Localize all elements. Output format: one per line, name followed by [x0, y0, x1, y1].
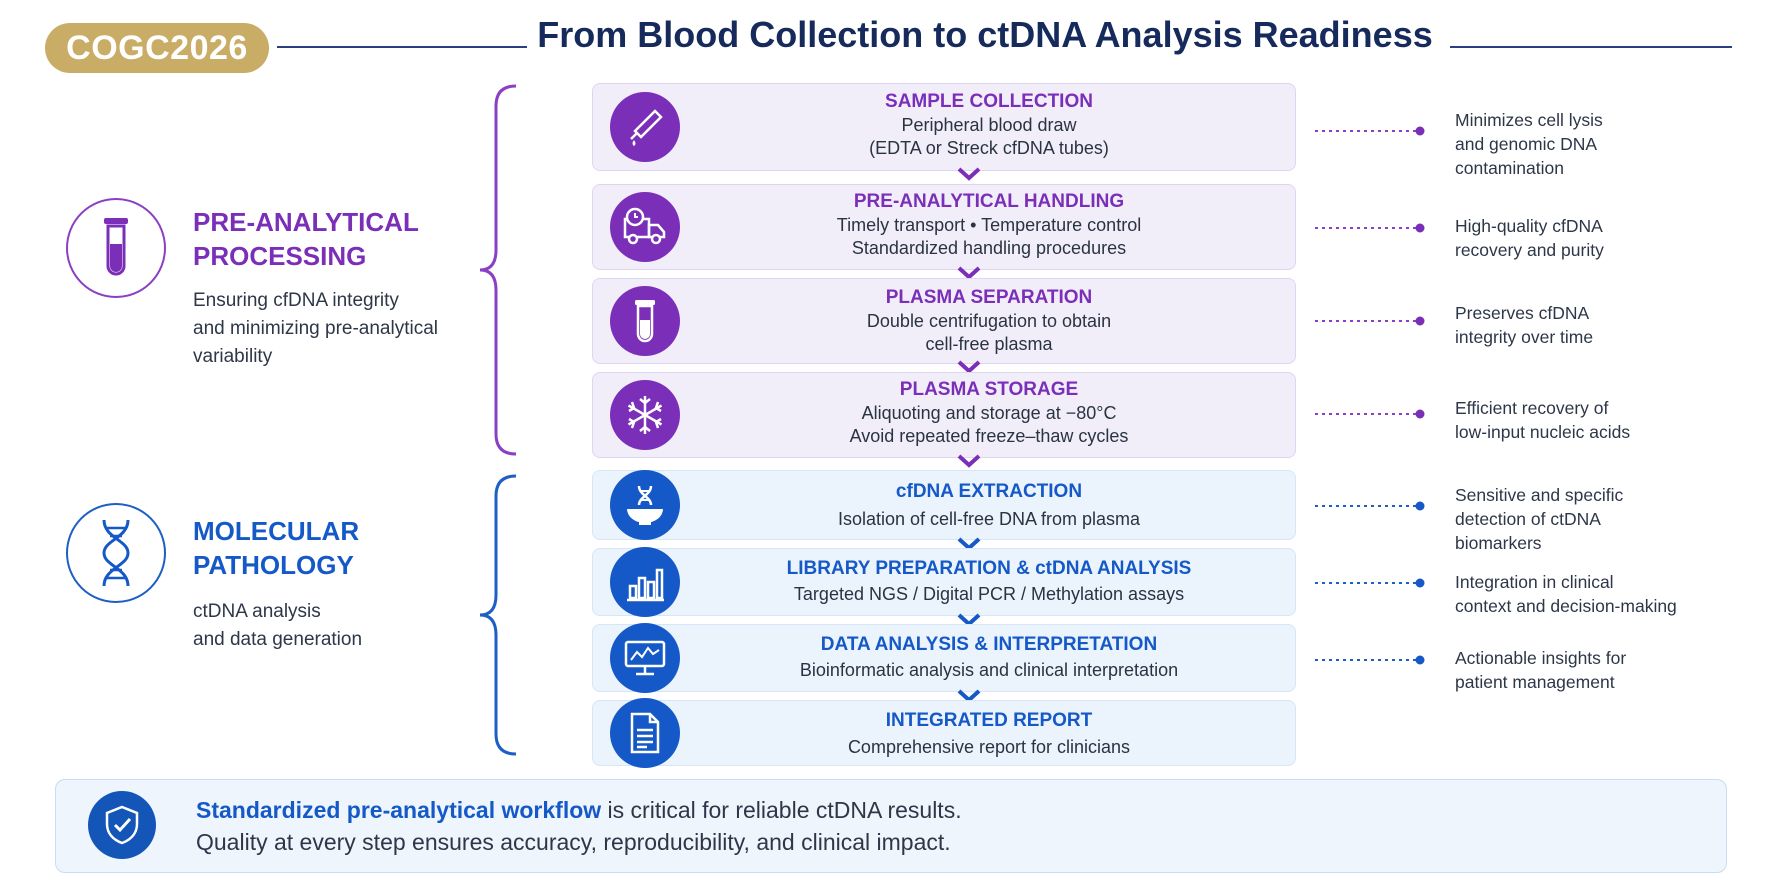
header-rule-right — [1450, 46, 1732, 48]
dna-icon — [66, 503, 166, 603]
page-title: From Blood Collection to ctDNA Analysis … — [537, 14, 1433, 55]
step-integrated-report: INTEGRATED REPORT Comprehensive report f… — [592, 698, 1296, 768]
blood-lancet-icon — [610, 92, 680, 162]
step-cfdna-extraction: cfDNA EXTRACTION Isolation of cell-free … — [592, 470, 1296, 540]
flow-arrow — [957, 266, 981, 280]
centrifuge-tube-icon — [610, 286, 680, 356]
benefit-note: Efficient recovery of low-input nucleic … — [1455, 398, 1631, 442]
benefit-note: Actionable insights for patient manageme… — [1455, 648, 1627, 692]
step-plasma-separation: PLASMA SEPARATION Double centrifugation … — [592, 278, 1296, 364]
note-connector — [1315, 126, 1425, 136]
summary-banner — [55, 779, 1727, 873]
benefit-note: High-quality cfDNA recovery and purity — [1455, 216, 1604, 260]
molecular-pathology-description: ctDNA analysis and data generation — [193, 601, 363, 650]
banner-message: Standardized pre-analytical workflow is … — [196, 797, 962, 823]
molecular-pathology-title: MOLECULAR PATHOLOGY — [193, 516, 360, 580]
benefit-note: Integration in clinical context and deci… — [1455, 572, 1677, 616]
header-rule-left — [277, 46, 527, 48]
note-connector — [1315, 316, 1425, 326]
test-tube-icon — [66, 198, 166, 298]
benefit-note: Minimizes cell lysis and genomic DNA con… — [1455, 110, 1603, 178]
flow-arrow — [957, 167, 981, 181]
step-plasma-storage: PLASMA STORAGE Aliquoting and storage at… — [592, 372, 1296, 458]
transport-truck-icon — [610, 192, 680, 262]
step-pre-analytical-handling: PRE-ANALYTICAL HANDLING Timely transport… — [592, 184, 1296, 270]
step-library-preparation: LIBRARY PREPARATION & ctDNA ANALYSIS Tar… — [592, 547, 1296, 617]
snowflake-icon — [610, 380, 680, 450]
conference-badge: COGC2026 — [45, 23, 269, 73]
dna-extraction-icon — [610, 470, 680, 540]
pre-analytical-bracket — [479, 84, 517, 456]
note-connector — [1315, 578, 1425, 588]
note-connector — [1315, 655, 1425, 665]
step-sample-collection: SAMPLE COLLECTION Peripheral blood draw … — [592, 83, 1296, 171]
shield-check-icon — [88, 791, 156, 859]
report-document-icon — [610, 698, 680, 768]
flow-arrow — [957, 360, 981, 374]
note-connector — [1315, 501, 1425, 511]
monitor-chart-icon — [610, 623, 680, 693]
note-connector — [1315, 409, 1425, 419]
banner-submessage: Quality at every step ensures accuracy, … — [196, 829, 951, 855]
flow-arrow — [957, 454, 981, 468]
pre-analytical-title: PRE-ANALYTICAL PROCESSING — [193, 207, 419, 271]
benefit-note: Sensitive and specific detection of ctDN… — [1455, 485, 1624, 553]
step-data-analysis: DATA ANALYSIS & INTERPRETATION Bioinform… — [592, 623, 1296, 693]
bar-chart-icon — [610, 547, 680, 617]
note-connector — [1315, 223, 1425, 233]
benefit-note: Preserves cfDNA integrity over time — [1455, 303, 1594, 347]
molecular-pathology-bracket — [479, 474, 517, 756]
pre-analytical-description: Ensuring cfDNA integrity and minimizing … — [193, 290, 438, 367]
